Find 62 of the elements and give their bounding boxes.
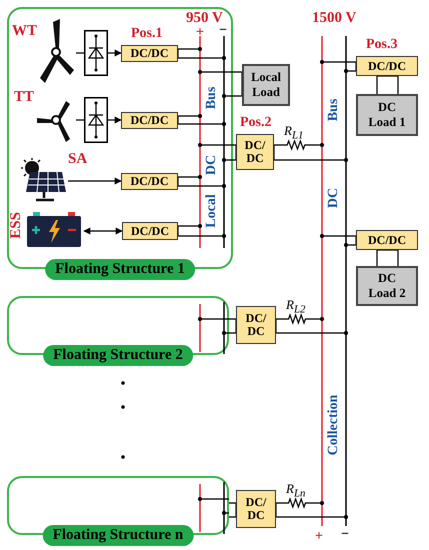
voltage-label: 1500 V — [312, 11, 356, 26]
wire — [228, 318, 237, 334]
bus-label: Bus — [204, 86, 220, 110]
frame-title: Floating Structure n — [42, 525, 194, 546]
bus-bar — [196, 36, 228, 248]
polarity-sign: + — [315, 530, 323, 544]
converter-box: DC/DC — [121, 173, 178, 190]
polarity-sign: − — [341, 528, 349, 542]
solar-panel-drawing — [20, 158, 68, 202]
source-label: SA — [68, 152, 88, 167]
bus-label: Collection — [326, 394, 342, 456]
bus-label: DC — [204, 154, 220, 176]
wire — [349, 235, 357, 246]
bus-bar — [318, 36, 350, 526]
polarity-sign: + — [196, 26, 204, 40]
wire — [228, 502, 237, 518]
arrow — [68, 178, 122, 184]
position-label: Pos.3 — [366, 38, 398, 52]
converter-box: DC/DC — [356, 56, 418, 76]
wire — [376, 75, 399, 95]
frame-title: Floating Structure 1 — [45, 259, 195, 280]
source-label: TT — [14, 90, 34, 105]
source-label: WT — [12, 24, 38, 39]
converter-box: DC/DC — [121, 112, 178, 129]
load-box: Local Load — [242, 64, 290, 106]
wire — [227, 144, 237, 161]
rectifier-box — [84, 30, 108, 76]
source-label: ESS — [9, 212, 24, 239]
arrow — [83, 228, 123, 234]
wire — [376, 249, 399, 267]
arrow — [108, 50, 122, 56]
bus-label: Local — [204, 194, 220, 228]
wire — [177, 48, 197, 59]
arrow — [108, 116, 122, 124]
position-label: Pos.1 — [131, 27, 162, 41]
polarity-sign: − — [219, 24, 227, 38]
resistor-label: R$_{L1}$ — [284, 124, 304, 142]
resistor-label: R$_{L2}$ — [286, 298, 306, 316]
converter-box: DC/DC — [122, 222, 178, 240]
position-label: Pos.2 — [240, 116, 272, 130]
converter-box: DC/DC — [121, 45, 178, 62]
load-box: DC Load 1 — [356, 94, 418, 136]
resistor-wire — [275, 313, 319, 334]
rectifier-box — [84, 97, 108, 143]
battery-drawing — [26, 212, 84, 248]
frame-title: Floating Structure 2 — [43, 345, 193, 366]
voltage-label: 950 V — [186, 11, 223, 26]
converter-box: DC/ DC — [236, 134, 274, 170]
resistor-wire — [273, 139, 319, 161]
load-box: DC Load 2 — [356, 266, 418, 306]
bus-label: DC — [326, 188, 342, 208]
bus-label: Bus — [326, 98, 342, 122]
wire — [177, 115, 197, 125]
wire — [227, 71, 243, 97]
converter-box: DC/ DC — [236, 306, 276, 344]
wire — [349, 61, 357, 72]
wire — [177, 225, 197, 237]
resistor-label: R$_{Ln}$ — [286, 482, 306, 500]
converter-box: DC/ DC — [236, 490, 276, 528]
converter-box: DC/DC — [356, 230, 418, 250]
wire — [177, 176, 197, 187]
resistor-wire — [275, 497, 319, 518]
